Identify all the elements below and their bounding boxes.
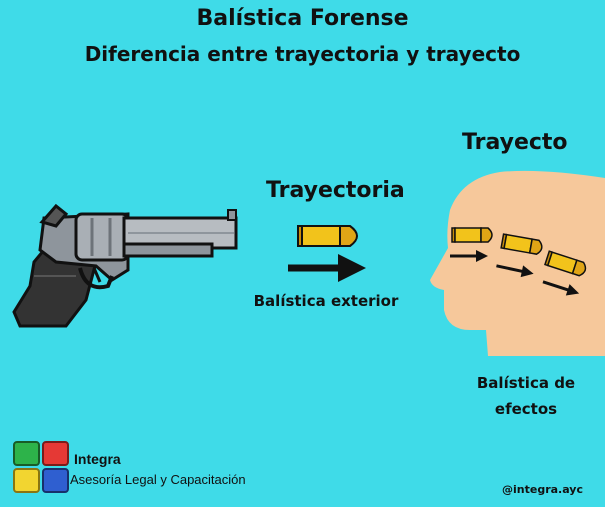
page-subtitle: Diferencia entre trayectoria y trayecto — [84, 42, 521, 66]
bullet-icon — [544, 250, 587, 277]
trajectory-heading: Trayectoria — [266, 178, 405, 203]
integra-logo-icon — [13, 441, 69, 493]
path-heading: Trayecto — [462, 130, 568, 155]
brand-name: Integra — [74, 451, 121, 467]
path-caption-line2: efectos — [494, 400, 558, 418]
bullet-icon — [297, 225, 358, 247]
brand-tagline: Asesoría Legal y Capacitación — [70, 472, 246, 487]
bullet-icon — [451, 227, 493, 243]
bullet-icon — [500, 233, 543, 255]
right-arrow-icon — [496, 264, 534, 278]
trajectory-caption: Balística exterior — [253, 292, 399, 310]
right-arrow-icon — [450, 250, 488, 262]
social-handle: @integra.ayc — [502, 483, 583, 496]
right-arrow-icon — [288, 254, 366, 282]
page-title: Balística Forense — [196, 6, 409, 31]
right-arrow-icon — [542, 280, 580, 296]
path-caption-line1: Balística de — [476, 374, 576, 392]
